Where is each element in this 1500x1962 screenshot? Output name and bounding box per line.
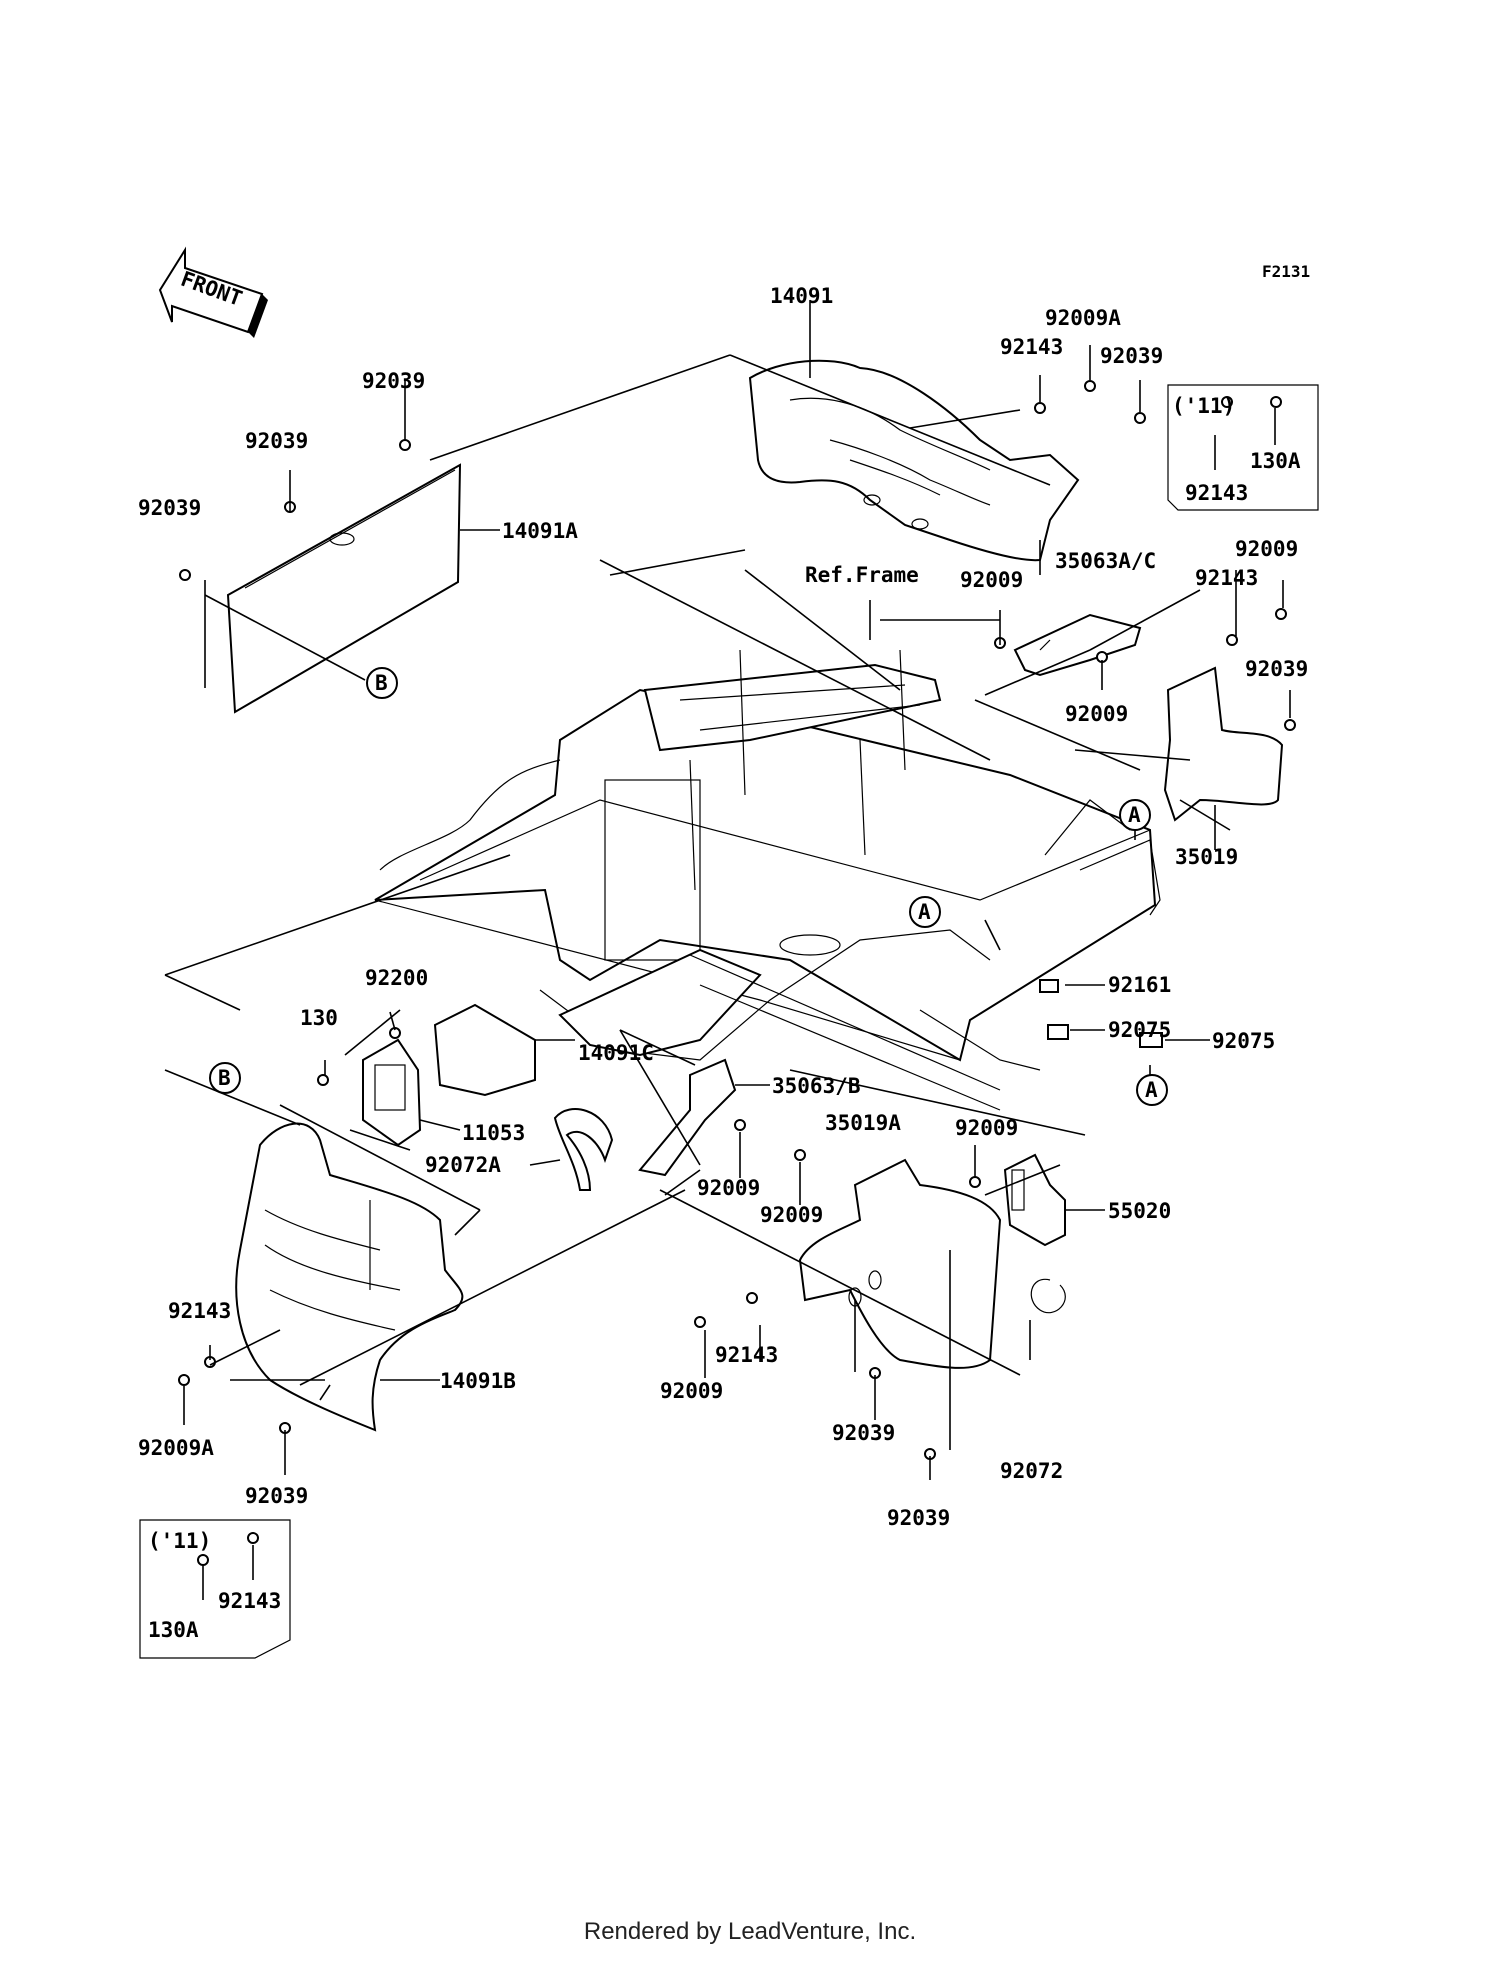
plate-14091C (433, 1003, 536, 1097)
footer-credit: Rendered by LeadVenture, Inc. (583, 1918, 917, 1945)
label-55020: 55020 (1108, 1199, 1171, 1223)
label-92009-r2: 92009 (1235, 537, 1298, 561)
svg-text:B: B (375, 671, 388, 695)
svg-text:A: A (918, 900, 931, 924)
label-14091B: 14091B (440, 1369, 516, 1393)
bracket-55020 (1003, 1153, 1066, 1247)
frame (374, 649, 1161, 1111)
svg-text:A: A (1128, 803, 1141, 827)
marker-a-1: A (1119, 799, 1151, 831)
label-92075-b: 92075 (1212, 1029, 1275, 1053)
svg-text:B: B (218, 1066, 231, 1090)
label-11053: 11053 (462, 1121, 525, 1145)
hardware-icons (178, 380, 1296, 1566)
inset-bottom (139, 1519, 291, 1659)
label-35019: 35019 (1175, 845, 1238, 869)
clip-92072 (1030, 1278, 1066, 1314)
svg-text:A: A (1145, 1078, 1158, 1102)
label-92143-r: 92143 (1195, 566, 1258, 590)
label-92009-r3: 92009 (1065, 702, 1128, 726)
label-92072A: 92072A (425, 1153, 501, 1177)
label-92143-top: 92143 (1000, 335, 1063, 359)
label-130: 130 (300, 1006, 338, 1030)
label-92200: 92200 (365, 966, 428, 990)
label-35063AC: 35063A/C (1055, 549, 1156, 573)
panel-14091A (226, 463, 462, 714)
inset-top-year: ('11) (1172, 394, 1235, 418)
label-92161: 92161 (1108, 973, 1171, 997)
fender-14091 (748, 359, 1080, 562)
label-92039-c: 92039 (138, 496, 201, 520)
label-92039-a: 92039 (362, 369, 425, 393)
label-92009-b1: 92009 (660, 1379, 723, 1403)
label-92009A-top: 92009A (1045, 306, 1121, 330)
label-92039-r: 92039 (1245, 657, 1308, 681)
label-ref-frame: Ref.Frame (805, 563, 919, 587)
label-35063B: 35063/B (772, 1074, 861, 1098)
diagram-code: F2131 (1262, 262, 1311, 281)
marker-b-top: B (366, 667, 398, 699)
label-35019A: 35019A (825, 1111, 901, 1135)
label-14091: 14091 (770, 284, 833, 308)
front-arrow-icon: FRONT (158, 246, 268, 338)
marker-a-2: A (909, 896, 941, 928)
leader-lines (164, 300, 1291, 1480)
marker-a-3: A (1136, 1074, 1168, 1106)
inset-bottom-92143: 92143 (218, 1589, 281, 1613)
label-92039-b: 92039 (245, 429, 308, 453)
label-92072: 92072 (1000, 1459, 1063, 1483)
label-92075-a: 92075 (1108, 1018, 1171, 1042)
inset-top (1167, 384, 1319, 511)
guard-11053 (362, 1038, 422, 1147)
label-92039-top: 92039 (1100, 344, 1163, 368)
label-92009-m1: 92009 (955, 1116, 1018, 1140)
label-92039-b2: 92039 (887, 1506, 950, 1530)
inset-bottom-year: ('11) (148, 1529, 211, 1553)
label-92143-b: 92143 (715, 1343, 778, 1367)
mudflap-35019A (798, 1158, 1002, 1369)
label-92143-l: 92143 (168, 1299, 231, 1323)
label-14091A: 14091A (502, 519, 578, 543)
strap-92072A (553, 1108, 614, 1191)
bracket-35063B (638, 1058, 737, 1177)
inset-top-130A: 130A (1250, 449, 1301, 473)
part-labels: 14091 92009A 92143 92039 92039 92039 920… (138, 284, 1308, 1642)
label-92009-m3: 92009 (760, 1203, 823, 1227)
inset-top-92143: 92143 (1185, 481, 1248, 505)
label-14091C: 14091C (578, 1041, 654, 1065)
label-92039-l: 92039 (245, 1484, 308, 1508)
label-92009-r1: 92009 (960, 568, 1023, 592)
label-92009A-l: 92009A (138, 1436, 214, 1460)
bracket-35063AC (1013, 613, 1142, 677)
label-92009-m2: 92009 (697, 1176, 760, 1200)
inset-bottom-130A: 130A (148, 1618, 199, 1642)
mudflap-35019 (1163, 666, 1284, 822)
label-92039-b1: 92039 (832, 1421, 895, 1445)
marker-b-left: B (209, 1062, 241, 1094)
